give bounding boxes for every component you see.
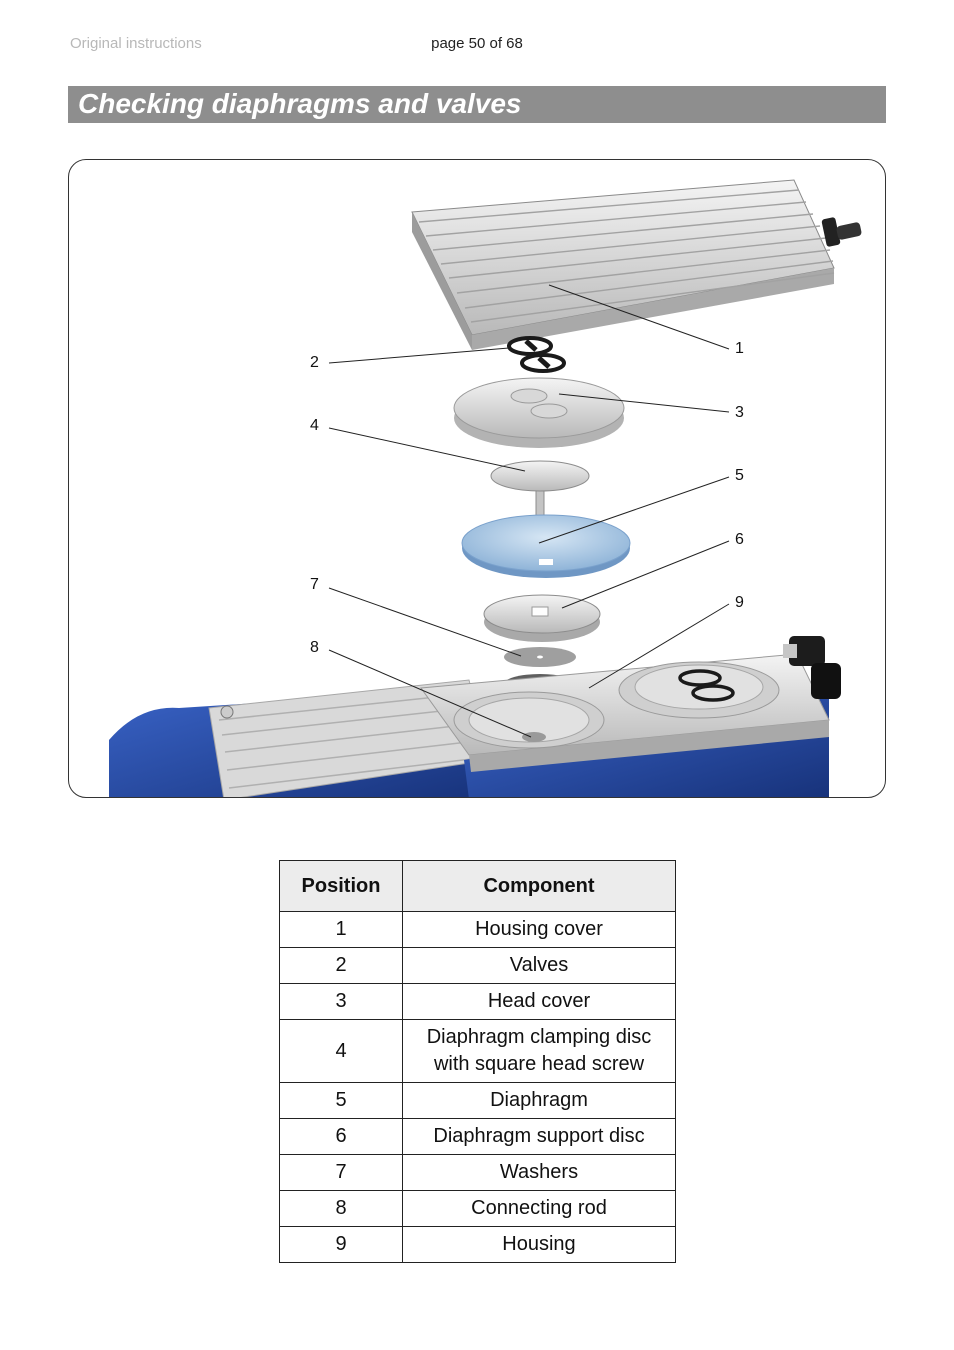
table-row: 6 Diaphragm support disc xyxy=(279,1118,676,1155)
position-cell: 9 xyxy=(279,1226,403,1263)
callout-4: 4 xyxy=(310,417,319,434)
callout-5: 5 xyxy=(735,467,744,484)
component-cell: Housing xyxy=(402,1226,676,1263)
housing-part xyxy=(109,636,841,797)
table-row: 8 Connecting rod xyxy=(279,1190,676,1227)
callout-6: 6 xyxy=(735,531,744,548)
component-cell: Connecting rod xyxy=(402,1190,676,1227)
callout-2: 2 xyxy=(310,354,319,371)
table-row: 4 Diaphragm clamping disc with square he… xyxy=(279,1019,676,1083)
table-row: 2 Valves xyxy=(279,947,676,984)
position-cell: 8 xyxy=(279,1190,403,1227)
position-cell: 7 xyxy=(279,1154,403,1191)
column-header-position: Position xyxy=(279,860,403,912)
table-row: 1 Housing cover xyxy=(279,911,676,948)
exploded-view-figure: 1 2 3 4 5 6 7 8 9 xyxy=(68,159,886,798)
clamping-disc-part xyxy=(490,460,590,523)
callout-8: 8 xyxy=(310,639,319,656)
section-title-bar: Checking diaphragms and valves xyxy=(68,86,886,123)
position-cell: 3 xyxy=(279,983,403,1020)
callout-1: 1 xyxy=(735,340,744,357)
callout-7: 7 xyxy=(310,576,319,593)
head-cover-part xyxy=(453,377,625,448)
table-row: 5 Diaphragm xyxy=(279,1082,676,1119)
exploded-view-illustration xyxy=(109,179,862,797)
component-cell: Head cover xyxy=(402,983,676,1020)
position-cell: 2 xyxy=(279,947,403,984)
leader-lines xyxy=(328,284,730,738)
housing-cover-part xyxy=(411,179,862,350)
component-cell: Valves xyxy=(402,947,676,984)
callout-3: 3 xyxy=(735,404,744,421)
table-row: 3 Head cover xyxy=(279,983,676,1020)
component-cell: Diaphragm support disc xyxy=(402,1118,676,1155)
section-title: Checking diaphragms and valves xyxy=(78,88,522,119)
position-cell: 6 xyxy=(279,1118,403,1155)
valves-part xyxy=(507,336,566,373)
callout-9: 9 xyxy=(735,594,744,611)
column-header-component: Component xyxy=(402,860,676,912)
component-cell: Washers xyxy=(402,1154,676,1191)
position-cell: 5 xyxy=(279,1082,403,1119)
position-cell: 4 xyxy=(279,1019,403,1083)
position-cell: 1 xyxy=(279,911,403,948)
header-doc-type: Original instructions xyxy=(70,35,202,52)
diaphragm-part xyxy=(461,514,631,578)
component-cell: Diaphragm xyxy=(402,1082,676,1119)
support-disc-part xyxy=(483,594,601,642)
table-row: 7 Washers xyxy=(279,1154,676,1191)
table-row: 9 Housing xyxy=(279,1226,676,1263)
page-number: page 50 of 68 xyxy=(431,35,523,52)
table-header-row: Position Component xyxy=(279,860,676,912)
component-cell: Housing cover xyxy=(402,911,676,948)
components-table: Position Component 1 Housing cover 2 Val… xyxy=(279,860,676,1263)
component-cell: Diaphragm clamping disc with square head… xyxy=(402,1019,676,1083)
